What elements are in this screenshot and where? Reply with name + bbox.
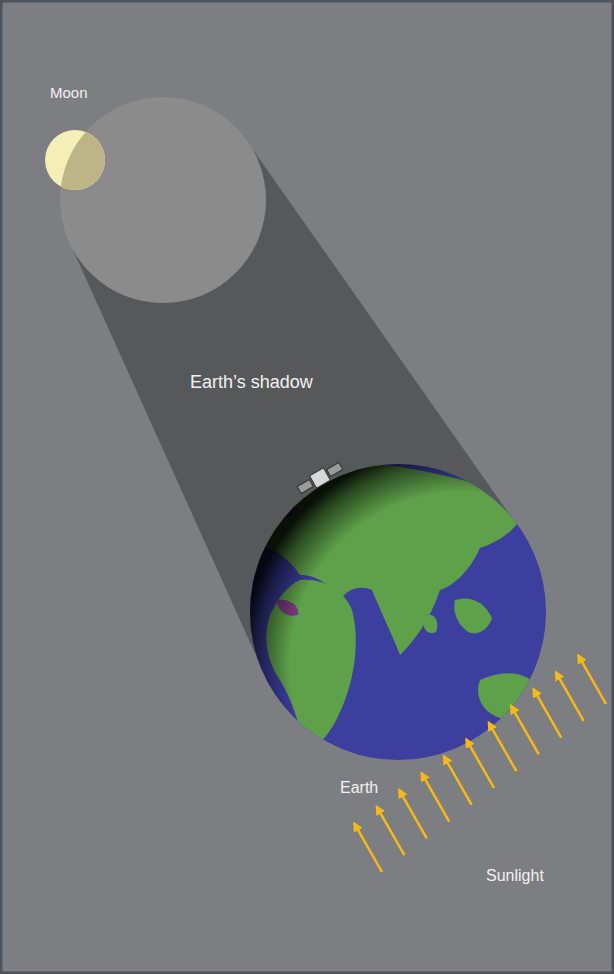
earth-label: Earth	[340, 778, 378, 797]
earth-globe	[250, 460, 546, 760]
sunlight-arrow	[377, 807, 405, 856]
sunlight-arrow	[444, 756, 472, 805]
sunlight-arrow	[556, 672, 584, 721]
moon-label: Moon	[50, 84, 88, 102]
sunlight-arrow	[421, 773, 449, 822]
sunlight-arrow	[489, 723, 517, 772]
satellite-icon	[296, 460, 345, 496]
sunlight-label: Sunlight	[486, 866, 544, 885]
moon	[45, 130, 105, 190]
sunlight-arrows	[354, 655, 606, 872]
sunlight-arrow	[511, 706, 539, 755]
sunlight-arrow	[466, 739, 494, 788]
sunlight-arrow	[533, 689, 561, 738]
sunlight-arrow	[354, 823, 382, 872]
shadow-cross-section	[60, 97, 266, 303]
shadow-label: Earth’s shadow	[190, 372, 313, 394]
sunlight-arrow	[399, 790, 427, 839]
sunlight-arrow	[578, 655, 606, 704]
